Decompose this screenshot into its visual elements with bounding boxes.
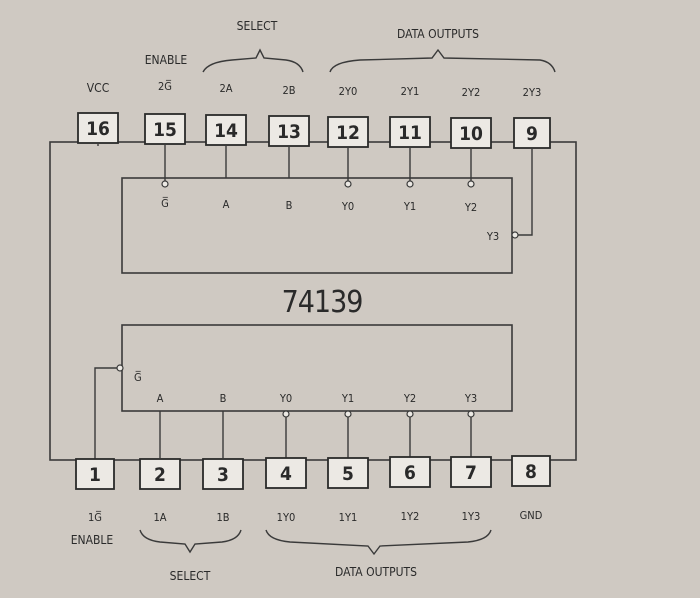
- top-signal-14: 2A: [219, 82, 232, 95]
- pin-16-number: 16: [86, 118, 110, 140]
- top-data-outputs-brace: [329, 48, 556, 73]
- top-select-brace: [202, 48, 304, 73]
- pin-14-box: [205, 114, 247, 146]
- pin-4-box: [265, 457, 307, 489]
- top-signal-11: 2Y1: [401, 85, 420, 98]
- pin-1-box: [75, 458, 115, 490]
- package-outline: [49, 141, 577, 461]
- pin-3-box: [202, 458, 244, 490]
- pin-14-number: 14: [214, 120, 238, 142]
- bubble-lower-y0: [282, 410, 290, 418]
- bottom-data-outputs-brace: [265, 529, 492, 556]
- wire-pin1: [94, 367, 117, 460]
- pin-7-number: 7: [465, 462, 477, 484]
- bubble-upper-g: [161, 180, 169, 188]
- upper-label-b: B: [286, 199, 293, 212]
- bubble-upper-y0: [344, 180, 352, 188]
- lower-label-b: B: [220, 392, 227, 405]
- upper-label-y3: Y3: [486, 230, 499, 243]
- bottom-signal-3: 1B: [216, 511, 229, 524]
- pin-10-box: [450, 117, 492, 149]
- lower-label-y2: Y2: [403, 392, 416, 405]
- pin-7-box: [450, 456, 492, 488]
- top-enable-label: ENABLE: [145, 53, 188, 67]
- pin-9-box: [513, 117, 551, 149]
- pin-8-box: [511, 455, 551, 487]
- upper-decoder-block: [121, 177, 513, 274]
- bottom-signal-4: 1Y0: [277, 511, 296, 524]
- top-select-label: SELECT: [237, 19, 278, 33]
- bottom-signal-7: 1Y3: [462, 510, 481, 523]
- pin-15-number: 15: [153, 119, 177, 141]
- bottom-signal-6: 1Y2: [401, 510, 420, 523]
- pin-11-number: 11: [398, 122, 422, 144]
- pin-6-number: 6: [404, 462, 416, 484]
- bubble-lower-y1: [344, 410, 352, 418]
- pin-12-number: 12: [336, 122, 360, 144]
- bottom-data-outputs-label: DATA OUTPUTS: [335, 565, 417, 579]
- bottom-signal-8: GND: [520, 509, 543, 522]
- bubble-lower-y2: [406, 410, 414, 418]
- lower-label-y3: Y3: [464, 392, 477, 405]
- lower-label-g: G̅: [134, 371, 142, 384]
- chip-label: 74139: [282, 285, 363, 320]
- bottom-signal-5: 1Y1: [339, 511, 358, 524]
- pin-4-number: 4: [280, 463, 292, 485]
- bottom-select-brace: [139, 529, 242, 554]
- pin-5-box: [327, 457, 369, 489]
- pin-11-box: [389, 116, 431, 148]
- pin-9-number: 9: [526, 123, 538, 145]
- top-signal-13: 2B: [282, 84, 295, 97]
- top-signal-10: 2Y2: [462, 86, 481, 99]
- bubble-lower-g: [116, 364, 124, 372]
- top-signal-9: 2Y3: [523, 86, 542, 99]
- pin-2-number: 2: [154, 464, 166, 486]
- pin-8-number: 8: [525, 461, 537, 483]
- upper-label-y0: Y0: [341, 200, 354, 213]
- bottom-signal-1: 1G̅: [88, 511, 102, 524]
- upper-label-g: G̅: [161, 197, 169, 210]
- bottom-enable-label: ENABLE: [71, 533, 114, 547]
- pin-13-number: 13: [277, 121, 301, 143]
- upper-label-y1: Y1: [403, 200, 416, 213]
- pin-3-number: 3: [217, 464, 229, 486]
- pin-5-number: 5: [342, 463, 354, 485]
- bottom-select-label: SELECT: [170, 569, 211, 583]
- upper-label-y2: Y2: [464, 201, 477, 214]
- upper-label-a: A: [223, 198, 230, 211]
- pin-2-box: [139, 458, 181, 490]
- pin-13-box: [268, 115, 310, 147]
- pin-10-number: 10: [459, 123, 483, 145]
- bubble-upper-y3: [511, 231, 519, 239]
- bubble-lower-y3: [467, 410, 475, 418]
- top-signal-12: 2Y0: [339, 85, 358, 98]
- bubble-upper-y2: [467, 180, 475, 188]
- top-signal-15: 2G̅: [158, 80, 172, 93]
- bottom-signal-2: 1A: [153, 511, 166, 524]
- vcc-label: VCC: [87, 81, 109, 95]
- lower-label-a: A: [157, 392, 164, 405]
- top-data-outputs-label: DATA OUTPUTS: [397, 27, 479, 41]
- lower-decoder-block: [121, 324, 513, 412]
- pin-1-number: 1: [89, 464, 101, 486]
- lower-label-y1: Y1: [341, 392, 354, 405]
- bubble-upper-y1: [406, 180, 414, 188]
- wire-pin9: [518, 148, 533, 236]
- lower-label-y0: Y0: [279, 392, 292, 405]
- pin-6-box: [389, 456, 431, 488]
